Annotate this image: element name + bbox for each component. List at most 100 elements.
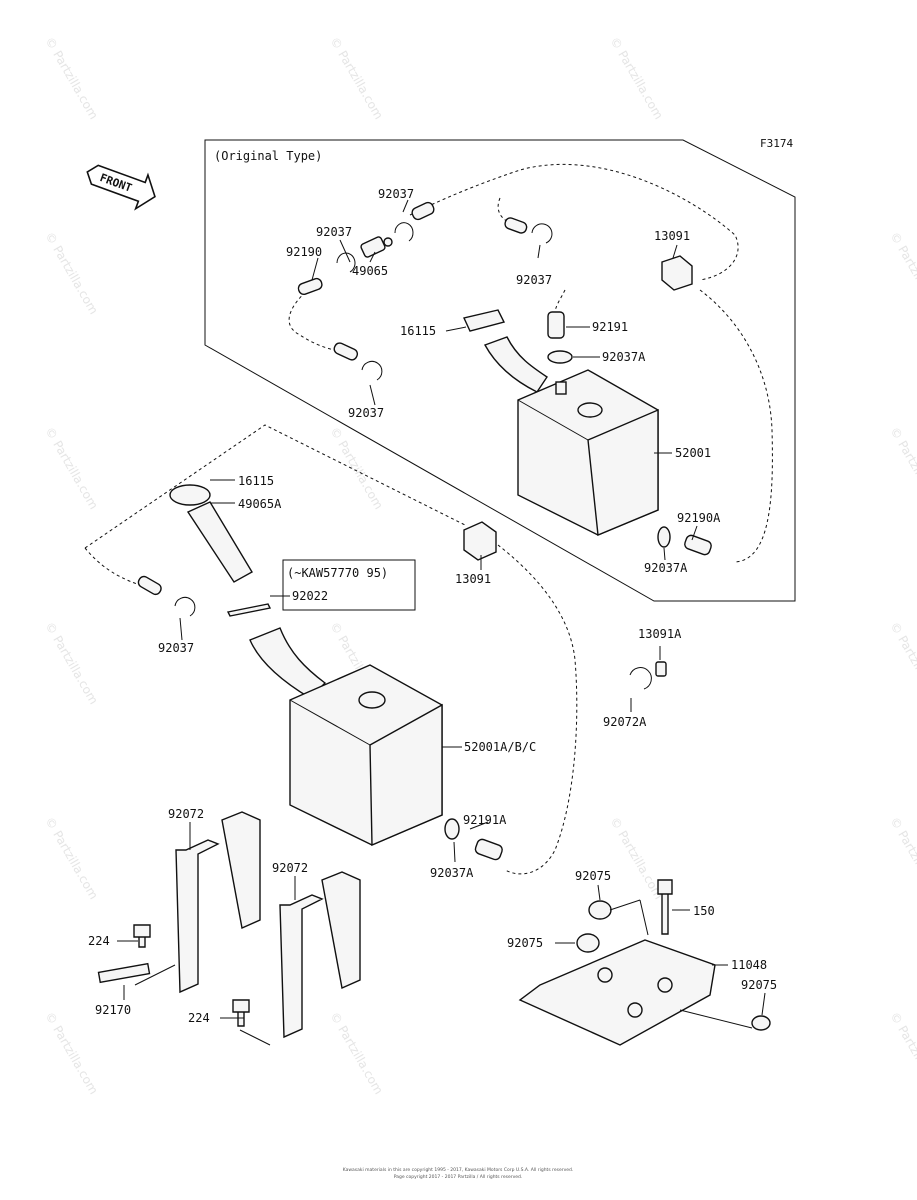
- part-number-label: 92037A: [430, 866, 474, 880]
- part-number-label: 16115: [238, 474, 274, 488]
- hose-route: [409, 163, 739, 281]
- hose-route: [84, 547, 141, 586]
- part-number-label: 52001A/B/C: [464, 740, 536, 754]
- clamp-icon: [547, 350, 573, 364]
- part-number-label: 92037: [316, 225, 352, 239]
- part-number-label: 92037A: [644, 561, 688, 575]
- part-number-label: 92072A: [603, 715, 647, 729]
- bolt-icon: [232, 999, 250, 1027]
- washer-icon: [576, 933, 600, 953]
- watermark: © Partzilla.com: [42, 620, 100, 707]
- clamp-icon: [629, 667, 652, 690]
- part-number-label: 92037: [378, 187, 414, 201]
- part-number-label: 92072: [272, 861, 308, 875]
- oil-tank-upper: [483, 336, 659, 537]
- washer-icon: [751, 1015, 771, 1031]
- gasket-icon: [226, 603, 272, 617]
- leader-lines: [117, 199, 766, 1046]
- part-number-label: 92037: [348, 406, 384, 420]
- note-box: [282, 559, 416, 611]
- watermark: © Partzilla.com: [887, 425, 917, 512]
- part-labels: 92037 92037 92190 49065 92037 13091 9203…: [88, 187, 777, 1025]
- watermark: © Partzilla.com: [607, 815, 665, 902]
- copyright-line: Kawasaki materials in this are copyright…: [343, 1167, 574, 1173]
- hose-route: [288, 287, 346, 353]
- clamp-icon: [361, 360, 383, 381]
- section-title: (Original Type): [214, 149, 322, 163]
- watermark: © Partzilla.com: [887, 230, 917, 317]
- watermark: © Partzilla.com: [327, 35, 385, 122]
- watermark: © Partzilla.com: [42, 1010, 100, 1097]
- part-number-label: 52001: [675, 446, 711, 460]
- clamp-icon: [531, 223, 553, 244]
- hose-route: [554, 289, 566, 313]
- part-number-label: 224: [88, 934, 110, 948]
- washer-icon: [588, 900, 612, 920]
- part-number-label: 92075: [575, 869, 611, 883]
- original-type-frame: [204, 139, 796, 602]
- watermark: © Partzilla.com: [42, 35, 100, 122]
- cap-icon: [463, 309, 506, 332]
- watermark: © Partzilla.com: [887, 620, 917, 707]
- part-number-label: 92037A: [602, 350, 646, 364]
- grommet-icon: [463, 521, 497, 561]
- joint-icon: [360, 236, 386, 258]
- watermark: © Partzilla.com: [887, 1010, 917, 1097]
- watermark: © Partzilla.com: [42, 815, 100, 902]
- hose-fitting-icon: [547, 311, 565, 339]
- oil-tank-lower: [249, 627, 443, 847]
- assembly-boundary: [84, 424, 466, 549]
- hose-fitting-icon: [684, 534, 712, 556]
- watermark: © Partzilla.com: [327, 425, 385, 512]
- part-number-label: 49065A: [238, 497, 282, 511]
- watermark: © Partzilla.com: [42, 230, 100, 317]
- bolt-icon: [133, 924, 151, 948]
- bolt-icon: [657, 879, 673, 935]
- part-number-label: 13091: [654, 229, 690, 243]
- part-number-label: 49065: [352, 264, 388, 278]
- hose-route: [497, 544, 578, 875]
- part-number-label: 92072: [168, 807, 204, 821]
- clamp-icon: [174, 596, 196, 617]
- clamp-icon: [336, 252, 356, 273]
- hose-fitting-icon: [504, 217, 528, 234]
- part-number-label: 92037: [158, 641, 194, 655]
- watermark: © Partzilla.com: [327, 1010, 385, 1097]
- part-number-label: 13091A: [638, 627, 682, 641]
- part-number-label: 150: [693, 904, 715, 918]
- part-number-label: 92191: [592, 320, 628, 334]
- part-number-label: 92191A: [463, 813, 507, 827]
- joint-icon: [383, 237, 393, 247]
- front-arrow-icon: FRONT: [86, 164, 156, 211]
- part-number-label: 13091: [455, 572, 491, 586]
- hose-fitting-icon: [474, 838, 503, 861]
- cap-icon: [169, 484, 211, 506]
- mounting-plate: [518, 939, 716, 1046]
- hose-fitting-icon: [297, 277, 323, 296]
- part-number-label: 92190: [286, 245, 322, 259]
- part-number-label: 92022: [292, 589, 328, 603]
- copyright-line: Page copyright 2017 - 2017 Partzilla / A…: [394, 1174, 523, 1180]
- note-box-text: (~KAW57770 95): [287, 566, 388, 580]
- part-number-label: 11048: [731, 958, 767, 972]
- grommet-icon: [655, 661, 667, 677]
- watermark: © Partzilla.com: [42, 425, 100, 512]
- figure-code: F3174: [760, 137, 793, 150]
- part-number-label: 92037: [516, 273, 552, 287]
- clamp-icon: [657, 526, 671, 548]
- hose-route: [699, 289, 773, 563]
- grommet-icon: [661, 255, 693, 291]
- watermarks: © Partzilla.com © Partzilla.com © Partzi…: [42, 35, 917, 1097]
- hose-fitting-icon: [411, 201, 435, 221]
- part-number-label: 92190A: [677, 511, 721, 525]
- strainer-icon: [186, 501, 253, 583]
- hose-fitting-icon: [137, 575, 162, 596]
- clamp-icon: [444, 818, 460, 840]
- part-number-label: 92075: [741, 978, 777, 992]
- part-number-label: 16115: [400, 324, 436, 338]
- hose-fitting-icon: [333, 342, 359, 361]
- part-number-label: 92075: [507, 936, 543, 950]
- clamp-icon: [394, 222, 414, 242]
- part-number-label: 92170: [95, 1003, 131, 1017]
